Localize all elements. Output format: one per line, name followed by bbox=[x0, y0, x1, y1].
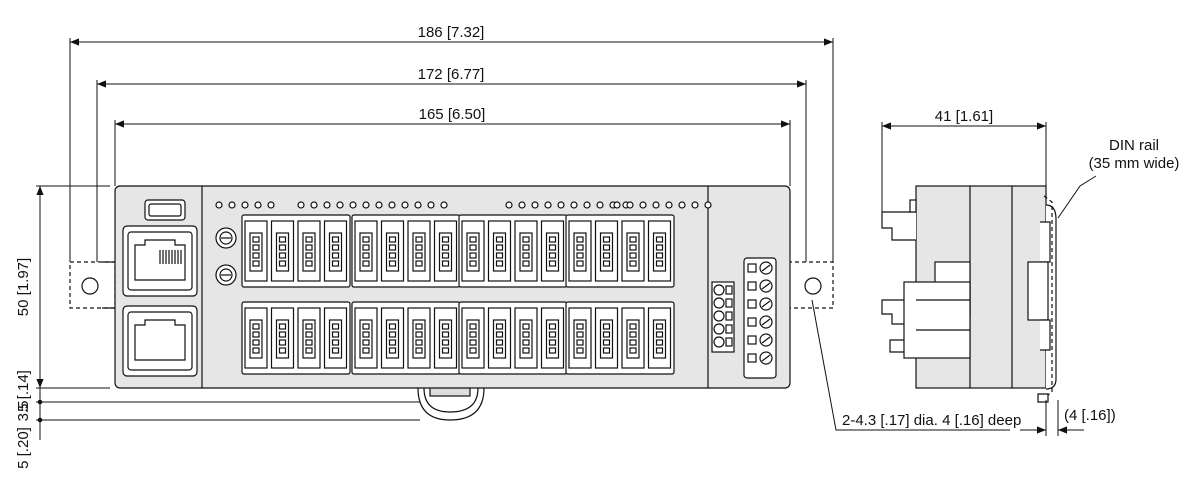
led-indicator bbox=[544, 201, 552, 209]
dim-mount-width: 172 [6.77] bbox=[418, 66, 485, 83]
led-indicator bbox=[505, 201, 513, 209]
led-indicator bbox=[583, 201, 591, 209]
power-connector bbox=[711, 257, 777, 379]
led-indicator bbox=[613, 201, 621, 209]
led-indicator bbox=[215, 201, 223, 209]
label-window bbox=[144, 199, 186, 221]
led-indicator bbox=[440, 201, 448, 209]
front-view bbox=[69, 185, 834, 421]
rail-offset-label: (4 [.16]) bbox=[1064, 407, 1116, 424]
mounting-ear-left bbox=[69, 261, 116, 309]
side-dimensions bbox=[881, 122, 1097, 436]
led-indicator bbox=[336, 201, 344, 209]
led-indicator bbox=[228, 201, 236, 209]
led-indicator bbox=[639, 201, 647, 209]
led-indicator bbox=[297, 201, 305, 209]
dim-bottom-3-5: 3.5 bbox=[15, 401, 32, 422]
front-dimensions bbox=[36, 38, 1010, 440]
led-indicator bbox=[570, 201, 578, 209]
led-indicator bbox=[596, 201, 604, 209]
led-indicator bbox=[254, 201, 262, 209]
rj45-port-lower bbox=[122, 305, 198, 377]
led-indicator bbox=[704, 201, 712, 209]
led-indicator bbox=[427, 201, 435, 209]
mounting-ear-right bbox=[787, 261, 834, 309]
led-indicator bbox=[310, 201, 318, 209]
dim-bottom-5: 5 [.14] bbox=[15, 370, 32, 412]
led-indicator bbox=[401, 201, 409, 209]
rotary-switch-lower bbox=[215, 264, 237, 286]
led-row bbox=[215, 201, 712, 209]
led-indicator bbox=[652, 201, 660, 209]
dim-overall-width: 186 [7.32] bbox=[418, 24, 485, 41]
led-indicator bbox=[414, 201, 422, 209]
led-indicator bbox=[518, 201, 526, 209]
led-indicator bbox=[241, 201, 249, 209]
terminal-block-lower bbox=[241, 301, 675, 375]
led-indicator bbox=[557, 201, 565, 209]
dim-bottom-5-20: 5 [.20] bbox=[15, 427, 32, 469]
din-rail-width-label: (35 mm wide) bbox=[1089, 155, 1180, 172]
led-indicator bbox=[626, 201, 634, 209]
led-indicator bbox=[267, 201, 275, 209]
led-indicator bbox=[362, 201, 370, 209]
dim-height: 50 [1.97] bbox=[15, 258, 32, 316]
led-indicator bbox=[349, 201, 357, 209]
dim-depth: 41 [1.61] bbox=[935, 108, 993, 125]
led-indicator bbox=[665, 201, 673, 209]
rotary-switch-upper bbox=[215, 227, 237, 249]
side-view bbox=[881, 185, 1057, 403]
led-indicator bbox=[375, 201, 383, 209]
hole-spec-label: 2-4.3 [.17] dia. 4 [.16] deep bbox=[842, 412, 1021, 429]
led-indicator bbox=[323, 201, 331, 209]
dim-body-width: 165 [6.50] bbox=[419, 106, 486, 123]
led-indicator bbox=[691, 201, 699, 209]
rj45-port-upper bbox=[122, 225, 198, 344]
terminal-block-upper bbox=[241, 214, 675, 288]
led-indicator bbox=[531, 201, 539, 209]
din-rail-label: DIN rail bbox=[1109, 137, 1159, 154]
bottom-latch bbox=[417, 385, 485, 421]
led-indicator bbox=[388, 201, 396, 209]
led-indicator bbox=[678, 201, 686, 209]
